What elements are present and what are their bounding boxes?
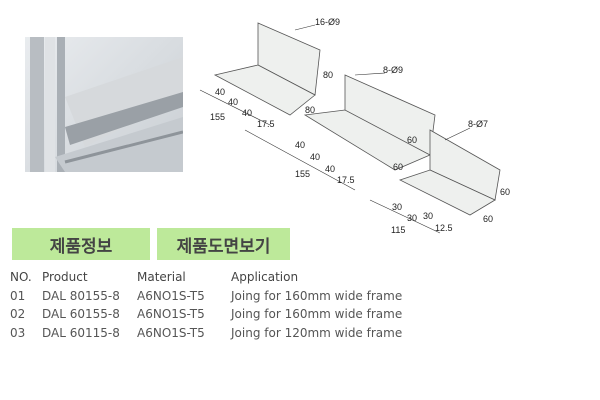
label-b-d3: 40 bbox=[325, 164, 335, 174]
label-a-holes: 16-Ø9 bbox=[315, 17, 340, 27]
cell-material: A6NO1S-T5 bbox=[137, 307, 205, 321]
header-material: Material bbox=[137, 270, 186, 284]
label-a-d2: 40 bbox=[228, 97, 238, 107]
cell-product: DAL 60115-8 bbox=[42, 325, 120, 340]
cell-application: Joing for 160mm wide frame bbox=[231, 288, 403, 303]
header-product: Product bbox=[42, 270, 88, 284]
header-no: NO. bbox=[10, 270, 32, 284]
label-c-w: 60 bbox=[483, 214, 493, 224]
label-b-d2: 40 bbox=[310, 152, 320, 162]
label-a-d1: 40 bbox=[215, 87, 225, 97]
label-a-w: 80 bbox=[305, 105, 315, 115]
cell-no: 01 bbox=[10, 288, 26, 303]
label-b-end: 17.5 bbox=[337, 175, 355, 185]
label-c-d3: 30 bbox=[423, 211, 433, 221]
label-b-h: 60 bbox=[407, 135, 417, 145]
label-c-d2: 30 bbox=[407, 213, 417, 223]
product-drawing-button[interactable]: 제품도면보기 bbox=[157, 228, 290, 260]
header-application: Application bbox=[231, 270, 299, 284]
cell-no: 02 bbox=[10, 307, 26, 321]
label-c-len: 115 bbox=[391, 225, 405, 235]
label-b-holes: 8-Ø9 bbox=[383, 65, 403, 75]
label-c-h: 60 bbox=[500, 187, 510, 197]
label-a-len: 155 bbox=[210, 112, 225, 122]
cell-application: Joing for 160mm wide frame bbox=[231, 307, 403, 321]
cell-material: A6NO1S-T5 bbox=[137, 325, 205, 340]
label-a-end: 17.5 bbox=[257, 119, 275, 129]
cell-product: DAL 80155-8 bbox=[42, 288, 120, 303]
label-b-w: 60 bbox=[393, 162, 403, 172]
product-info-button[interactable]: 제품정보 bbox=[12, 228, 150, 260]
product-photo bbox=[25, 37, 183, 172]
label-b-len: 155 bbox=[295, 169, 310, 179]
label-c-d1: 30 bbox=[392, 202, 402, 212]
label-a-h: 80 bbox=[323, 70, 333, 80]
cell-material: A6NO1S-T5 bbox=[137, 288, 205, 303]
label-b-d1: 40 bbox=[295, 140, 305, 150]
bracket-drawing: 16-Ø9 80 80 40 40 40 155 17.5 8-Ø9 60 60… bbox=[199, 17, 510, 235]
label-a-d3: 40 bbox=[242, 108, 252, 118]
label-c-holes: 8-Ø7 bbox=[468, 119, 488, 129]
label-c-end: 12.5 bbox=[435, 223, 453, 233]
cell-application: Joing for 120mm wide frame bbox=[231, 325, 403, 340]
cell-product: DAL 60155-8 bbox=[42, 307, 120, 321]
cell-no: 03 bbox=[10, 325, 26, 340]
